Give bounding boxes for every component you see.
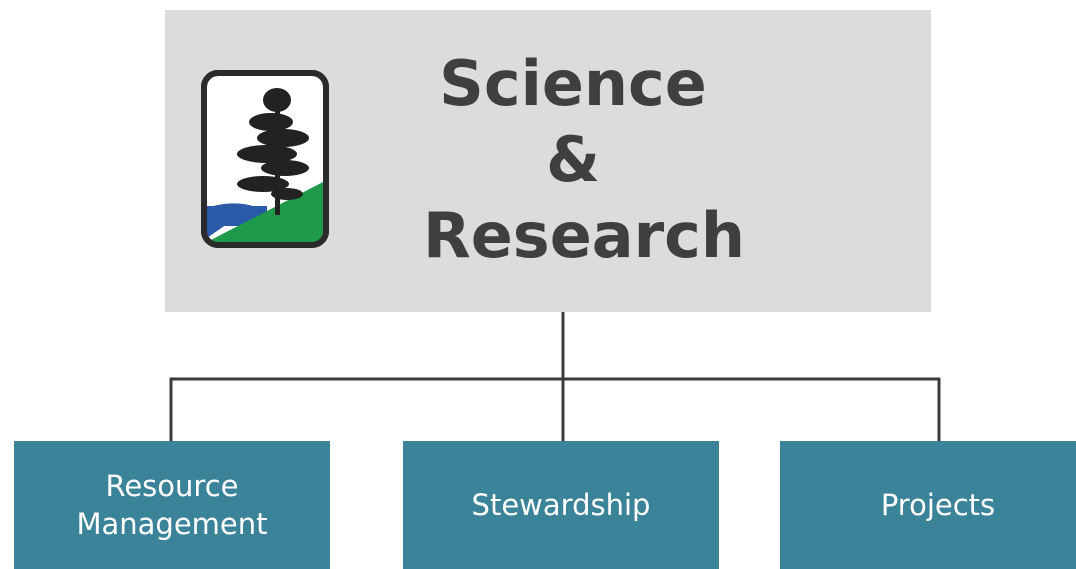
node-label: Stewardship bbox=[471, 488, 651, 522]
node-resource-management: Resource Management bbox=[14, 441, 330, 569]
node-label-line1: Resource bbox=[105, 469, 239, 503]
node-projects: Projects bbox=[780, 441, 1076, 569]
node-stewardship: Stewardship bbox=[403, 441, 719, 569]
node-label-line2: Management bbox=[76, 507, 268, 541]
node-label: Projects bbox=[880, 488, 996, 522]
science-research-box: Science & Research bbox=[165, 10, 931, 312]
title-line-science: Science bbox=[439, 47, 707, 120]
title-line-research: Research bbox=[423, 199, 746, 272]
title-line-ampersand: & bbox=[545, 123, 601, 196]
page-title: Science & Research bbox=[423, 46, 746, 274]
pine-tree-logo-icon bbox=[201, 70, 329, 248]
